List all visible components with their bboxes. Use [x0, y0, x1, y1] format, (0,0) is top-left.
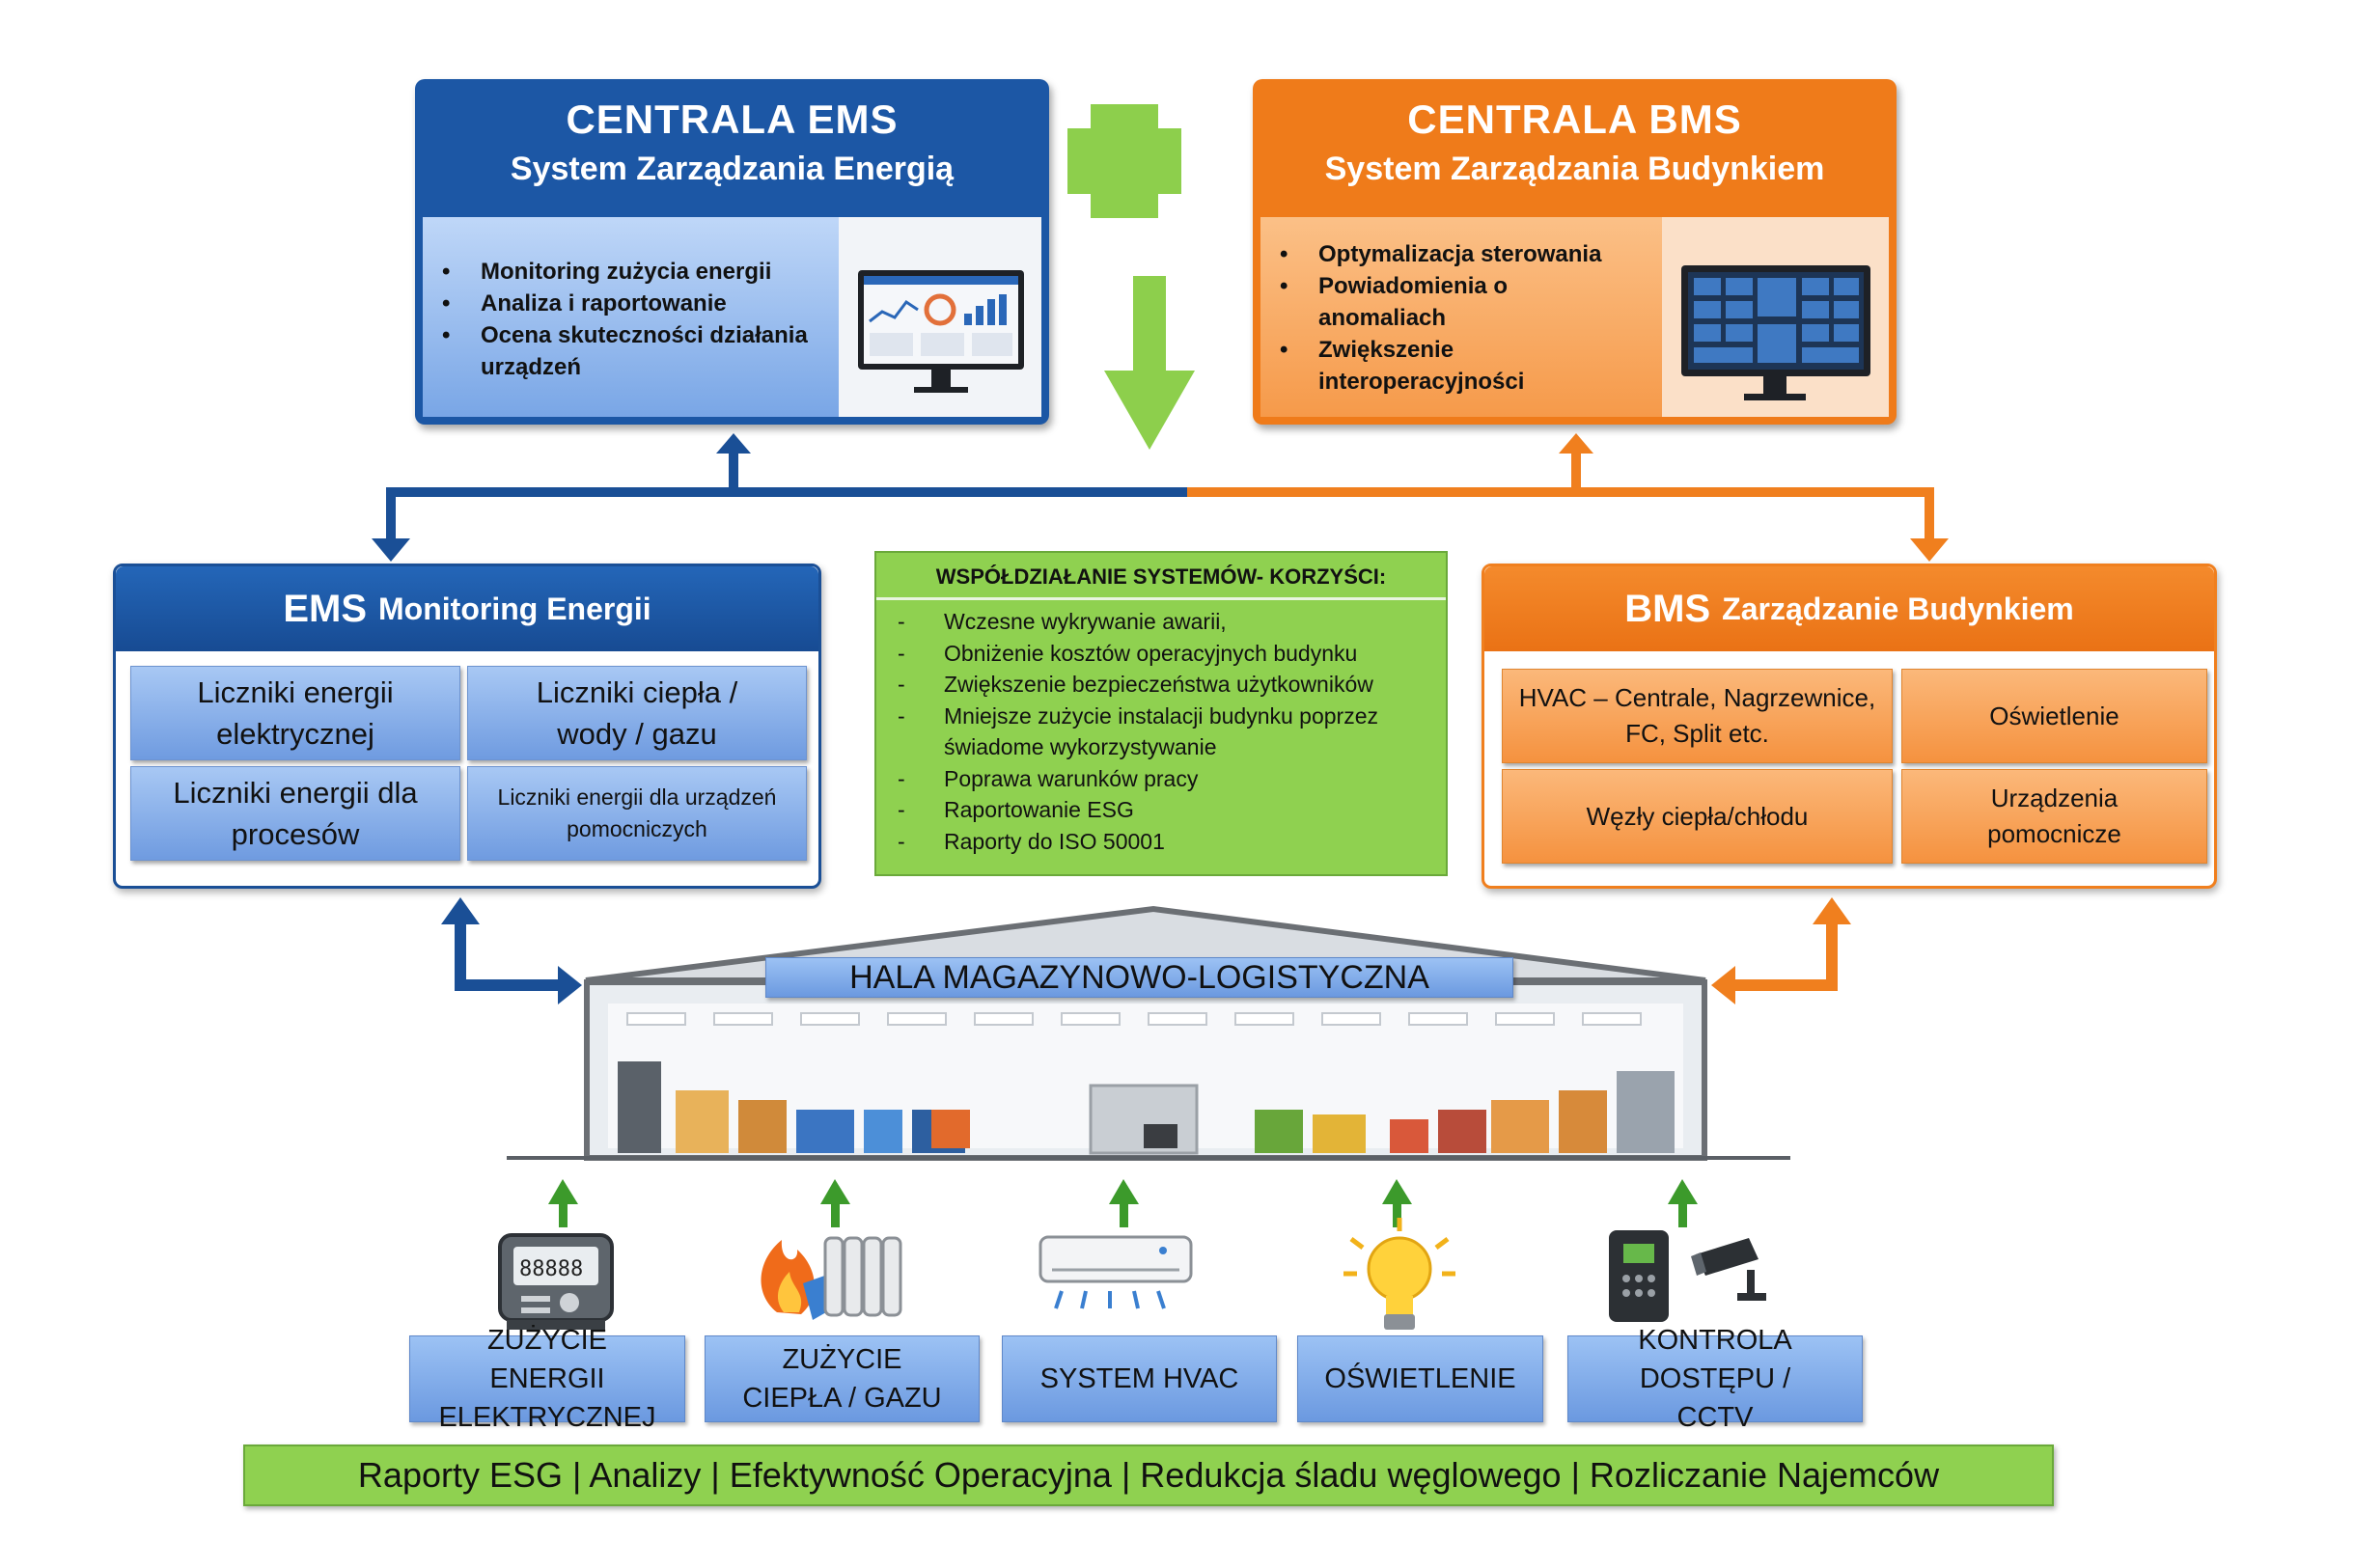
- bms-central-item: Optymalizacja sterowania: [1280, 238, 1666, 270]
- arrow-up-device-5: [1668, 1179, 1698, 1227]
- benefits-item: Mniejsze zużycie instalacji budynku popr…: [876, 701, 1398, 763]
- orange-connector-line: [1187, 487, 1934, 497]
- ems-dashboard-monitor-icon: [839, 217, 1041, 417]
- device-label-heat-gas: ZUŻYCIE CIEPŁA / GAZU: [705, 1335, 980, 1422]
- benefits-item: Poprawa warunków pracy: [876, 763, 1446, 795]
- ems-central-box: CENTRALA EMS System Zarządzania Energią …: [415, 79, 1049, 425]
- bms-central-body: Optymalizacja sterowania Powiadomienia o…: [1260, 217, 1889, 417]
- arrow-up-device-3: [1109, 1179, 1139, 1227]
- blue-connector-line: [386, 487, 1187, 497]
- ems-monitoring-header: EMS Monitoring Energii: [116, 566, 818, 651]
- warehouse-building-illustration: [507, 905, 1790, 1161]
- ems-monitoring-title-big: EMS: [283, 587, 368, 630]
- ems-central-title: CENTRALA EMS: [566, 96, 899, 142]
- light-bulb-icon: [1343, 1218, 1455, 1330]
- plus-icon: [1067, 104, 1181, 218]
- benefits-item: Wczesne wykrywanie awarii,: [876, 606, 1446, 638]
- ems-monitoring-title-small: Monitoring Energii: [378, 591, 651, 626]
- bms-management-title-big: BMS: [1624, 587, 1711, 630]
- device-label-lighting: OŚWIETLENIE: [1297, 1335, 1543, 1422]
- benefits-title: WSPÓŁDZIAŁANIE SYSTEMÓW- KORZYŚCI:: [876, 553, 1446, 600]
- benefits-item: Zwiększenie bezpieczeństwa użytkowników: [876, 669, 1446, 701]
- ems-cell: Liczniki energii elektrycznej: [130, 666, 460, 760]
- bms-central-subtitle: System Zarządzania Budynkiem: [1324, 151, 1825, 187]
- benefits-item: Raportowanie ESG: [876, 794, 1446, 826]
- benefits-item: Raporty do ISO 50001: [876, 826, 1446, 858]
- arrow-down-ems-monitoring: [372, 538, 410, 562]
- electric-meter-icon: 88888: [498, 1233, 614, 1330]
- bottom-summary-text: Raporty ESG | Analizy | Efektywność Oper…: [357, 1455, 1940, 1495]
- ems-central-subtitle: System Zarządzania Energią: [510, 151, 955, 187]
- svg-text:88888: 88888: [519, 1257, 583, 1281]
- arrow-up-bms-central: [1559, 433, 1593, 454]
- ems-central-item: Ocena skuteczności działania urządzeń: [442, 319, 828, 383]
- bms-central-header: CENTRALA BMS System Zarządzania Budynkie…: [1253, 79, 1897, 217]
- device-label-access-cctv: KONTROLA DOSTĘPU / CCTV: [1567, 1325, 1863, 1433]
- arrow-down-bms-management: [1910, 538, 1949, 562]
- warehouse-label: HALA MAGAZYNOWO-LOGISTYCZNA: [765, 957, 1513, 998]
- ems-central-item: Analiza i raportowanie: [442, 288, 828, 319]
- air-conditioner-icon: [1039, 1235, 1193, 1309]
- ems-central-item: Monitoring zużycia energii: [442, 256, 828, 288]
- bms-central-title: CENTRALA BMS: [1407, 96, 1742, 142]
- bms-management-title-small: Zarządzanie Budynkiem: [1722, 591, 2074, 626]
- ems-central-header: CENTRALA EMS System Zarządzania Energią: [415, 79, 1049, 217]
- bms-central-box: CENTRALA BMS System Zarządzania Budynkie…: [1253, 79, 1897, 425]
- access-cctv-icon: [1609, 1230, 1766, 1322]
- ems-cell: Liczniki energii dla procesów: [130, 766, 460, 861]
- bms-central-item: Zwiększenie interoperacyjności: [1280, 334, 1550, 398]
- bms-cell: Oświetlenie: [1901, 669, 2207, 763]
- bms-cell: Węzły ciepła/chłodu: [1502, 769, 1893, 864]
- green-down-arrow: [1104, 276, 1195, 450]
- ems-central-body: Monitoring zużycia energii Analiza i rap…: [423, 217, 1041, 417]
- device-label-electric: ZUŻYCIE ENERGII ELEKTRYCZNEJ: [409, 1325, 685, 1433]
- bms-cell: Urządzenia pomocnicze: [1901, 769, 2207, 864]
- benefits-item: Obniżenie kosztów operacyjnych budynku: [876, 638, 1446, 670]
- arrow-bms-warehouse: [1711, 897, 1851, 1004]
- heat-gas-icon: [761, 1236, 902, 1320]
- device-label-hvac: SYSTEM HVAC: [1002, 1335, 1277, 1422]
- bms-cell: HVAC – Centrale, Nagrzewnice, FC, Split …: [1502, 669, 1893, 763]
- benefits-box: WSPÓŁDZIAŁANIE SYSTEMÓW- KORZYŚCI: Wczes…: [874, 551, 1448, 876]
- arrow-up-device-4: [1382, 1179, 1412, 1227]
- bms-management-box: BMS Zarządzanie Budynkiem HVAC – Central…: [1482, 564, 2217, 889]
- arrow-up-device-1: [548, 1179, 578, 1227]
- arrow-up-ems-central: [716, 433, 751, 454]
- bms-management-header: BMS Zarządzanie Budynkiem: [1484, 566, 2214, 651]
- ems-cell: Liczniki ciepła / wody / gazu: [467, 666, 807, 760]
- ems-monitoring-box: EMS Monitoring Energii Liczniki energii …: [113, 564, 821, 889]
- ems-cell: Liczniki energii dla urządzeń pomocniczy…: [467, 766, 807, 861]
- bottom-summary-bar: Raporty ESG | Analizy | Efektywność Oper…: [243, 1444, 2054, 1506]
- arrow-ems-warehouse: [441, 897, 582, 1004]
- bms-central-item: Powiadomienia o anomaliach: [1280, 270, 1550, 334]
- arrow-up-device-2: [820, 1179, 850, 1227]
- bms-control-monitor-icon: [1662, 217, 1889, 417]
